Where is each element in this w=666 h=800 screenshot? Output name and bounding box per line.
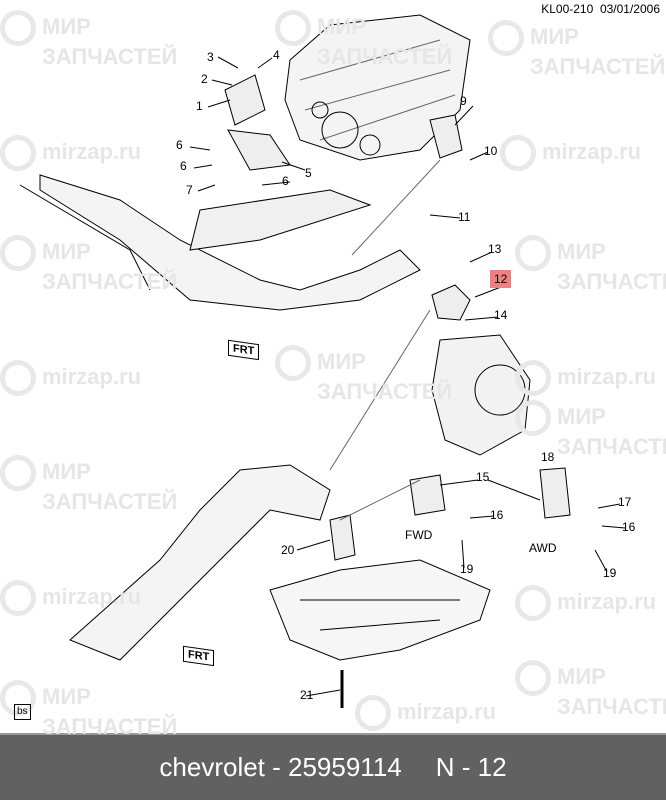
watermark: mirzap.ru: [355, 695, 496, 731]
callout-19[interactable]: 19: [603, 566, 617, 580]
transmission-drawing: [431, 334, 531, 456]
callout-19[interactable]: 19: [460, 562, 474, 576]
callout-7[interactable]: 7: [186, 183, 193, 197]
callout-12-highlighted[interactable]: 12: [490, 270, 512, 288]
callout-3[interactable]: 3: [207, 50, 214, 64]
callout-4[interactable]: 4: [273, 48, 280, 62]
watermark: mirzap.ru: [0, 360, 141, 396]
lower-frame-drawing: [69, 464, 331, 661]
callout-9[interactable]: 9: [460, 94, 467, 108]
callout-11[interactable]: 11: [458, 210, 471, 224]
watermark: mirzap.ru: [0, 135, 141, 171]
callout-6[interactable]: 6: [176, 138, 183, 152]
callout-2[interactable]: 2: [201, 72, 208, 86]
watermark: mirzap.ru: [0, 580, 141, 616]
diagram-header: KL00-210 03/01/2006: [541, 2, 660, 16]
part-number: chevrolet - 25959114: [159, 752, 402, 782]
callout-10[interactable]: 10: [484, 144, 498, 158]
callout-16[interactable]: 16: [622, 520, 636, 534]
watermark: mirzap.ru: [515, 360, 656, 396]
callout-15[interactable]: 15: [476, 470, 490, 484]
awd-label: AWD: [529, 541, 557, 555]
callout-13[interactable]: 13: [488, 242, 502, 256]
callout-6[interactable]: 6: [282, 174, 289, 188]
footer-bar: chevrolet - 25959114 N - 12: [0, 733, 666, 800]
callout-5[interactable]: 5: [305, 166, 312, 180]
fwd-label: FWD: [405, 528, 433, 542]
callout-1[interactable]: 1: [196, 99, 203, 113]
callout-18[interactable]: 18: [541, 450, 555, 464]
watermark: mirzap.ru: [500, 135, 641, 171]
reference-number: N - 12: [435, 752, 507, 782]
callout-14[interactable]: 14: [494, 308, 508, 322]
watermark: mirzap.ru: [515, 585, 656, 621]
callout-20[interactable]: 20: [281, 543, 295, 557]
callout-21[interactable]: 21: [300, 688, 314, 702]
callout-6[interactable]: 6: [180, 159, 187, 173]
callout-17[interactable]: 17: [618, 495, 632, 509]
subframe-drawing: [269, 559, 491, 661]
callout-16[interactable]: 16: [490, 508, 504, 522]
line-drawing: [19, 14, 626, 708]
bs-marker: bs: [14, 704, 31, 720]
